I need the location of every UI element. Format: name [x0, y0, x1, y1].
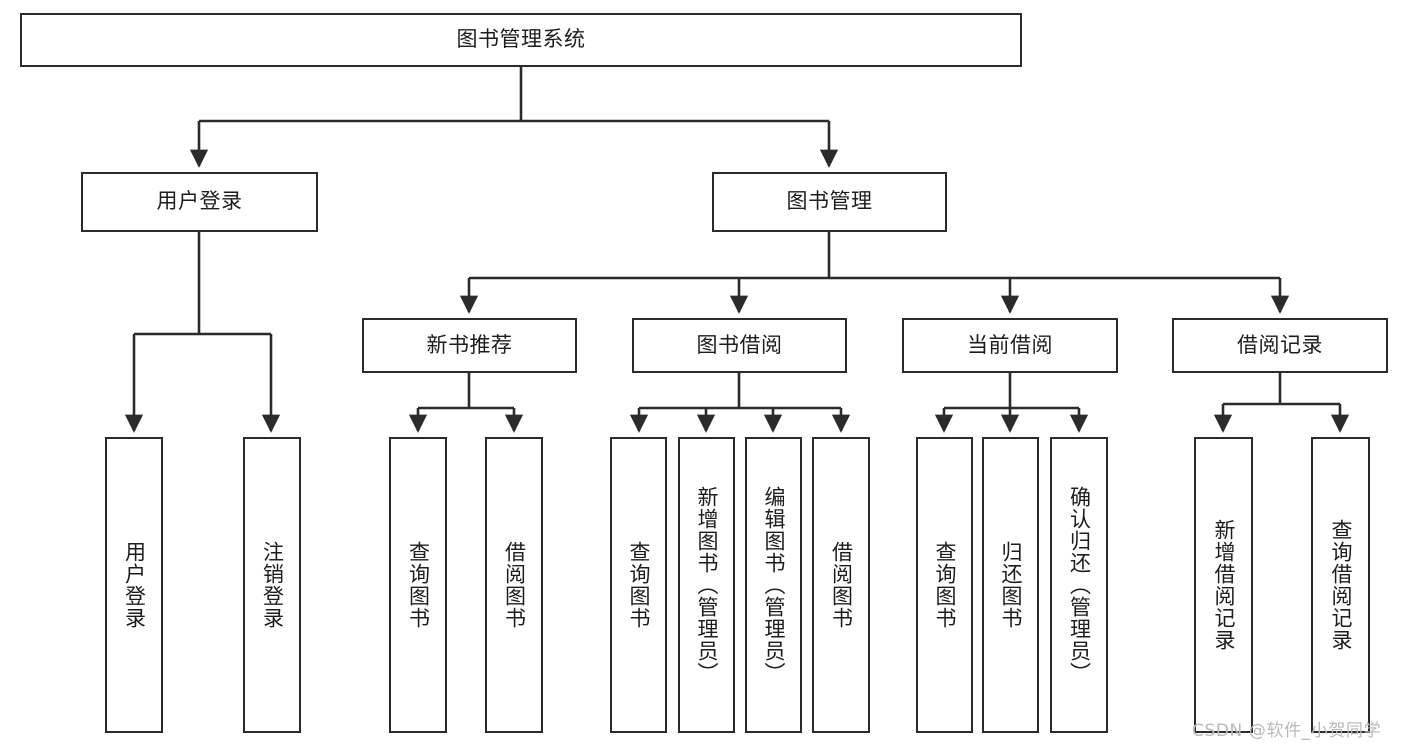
node-leaf-query-book-1[interactable]: 查询图书: [389, 437, 447, 733]
node-leaf-borrow-book-2[interactable]: 借阅图书: [812, 437, 870, 733]
csdn-watermark: CSDN @软件_小贺同学: [1192, 721, 1382, 741]
node-leaf-logout-login-label: 注销登录: [260, 541, 285, 629]
node-leaf-user-login[interactable]: 用户登录: [105, 437, 163, 733]
node-leaf-return-book-label: 归还图书: [998, 541, 1023, 629]
node-leaf-query-book-2-label: 查询图书: [626, 541, 651, 629]
node-user-login[interactable]: 用户登录: [81, 172, 318, 232]
node-leaf-add-book-label: 新增图书（管理员）: [694, 486, 719, 684]
node-leaf-query-book-3[interactable]: 查询图书: [916, 437, 973, 733]
node-root-label: 图书管理系统: [456, 27, 586, 52]
node-borrow-record[interactable]: 借阅记录: [1172, 318, 1388, 373]
node-leaf-add-record-label: 新增借阅记录: [1211, 519, 1236, 651]
node-current-borrow[interactable]: 当前借阅: [902, 318, 1118, 373]
node-leaf-user-login-label: 用户登录: [122, 541, 147, 629]
node-leaf-query-book-2[interactable]: 查询图书: [610, 437, 667, 733]
node-new-book-recommend-label: 新书推荐: [426, 332, 513, 357]
node-leaf-confirm-return-label: 确认归还（管理员）: [1067, 486, 1092, 684]
node-leaf-add-record[interactable]: 新增借阅记录: [1194, 437, 1253, 733]
node-leaf-borrow-book-1[interactable]: 借阅图书: [485, 437, 543, 733]
node-book-borrow-label: 图书借阅: [696, 332, 783, 357]
node-leaf-query-book-1-label: 查询图书: [406, 541, 431, 629]
node-leaf-edit-book-label: 编辑图书（管理员）: [761, 486, 786, 684]
node-leaf-query-book-3-label: 查询图书: [932, 541, 957, 629]
node-root[interactable]: 图书管理系统: [20, 13, 1022, 67]
node-leaf-query-record[interactable]: 查询借阅记录: [1311, 437, 1370, 733]
node-user-login-label: 用户登录: [156, 189, 243, 214]
node-borrow-record-label: 借阅记录: [1237, 332, 1323, 357]
node-current-borrow-label: 当前借阅: [967, 332, 1053, 357]
node-leaf-add-book[interactable]: 新增图书（管理员）: [678, 437, 735, 733]
node-book-borrow[interactable]: 图书借阅: [632, 318, 847, 373]
node-leaf-edit-book[interactable]: 编辑图书（管理员）: [745, 437, 802, 733]
node-book-manage-label: 图书管理: [786, 189, 873, 214]
node-leaf-logout-login[interactable]: 注销登录: [243, 437, 301, 733]
node-leaf-query-record-label: 查询借阅记录: [1328, 519, 1353, 651]
node-leaf-borrow-book-2-label: 借阅图书: [829, 541, 854, 629]
node-leaf-borrow-book-1-label: 借阅图书: [502, 541, 527, 629]
node-leaf-return-book[interactable]: 归还图书: [982, 437, 1039, 733]
node-leaf-confirm-return[interactable]: 确认归还（管理员）: [1050, 437, 1108, 733]
node-book-manage[interactable]: 图书管理: [712, 172, 947, 232]
node-new-book-recommend[interactable]: 新书推荐: [362, 318, 577, 373]
